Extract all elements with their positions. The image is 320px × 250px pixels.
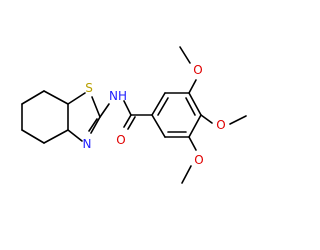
bond [21,129,45,144]
methoxy-oxygen-middle-label: O [216,118,225,132]
bond [67,92,86,105]
bond [99,103,110,118]
ring-nitrogen-label: N [83,137,92,151]
bond [188,79,197,94]
bond [21,90,45,105]
bond [188,114,202,138]
bond [43,129,69,144]
carbonyl-oxygen-label: O [116,133,125,147]
bond [157,97,169,116]
bond [127,116,136,130]
bond [200,114,213,124]
bond [179,46,191,64]
bond [185,97,196,116]
bond [181,165,192,184]
amide-linkage [99,100,153,130]
bond [188,92,202,116]
bond [151,92,166,116]
thiazole-ring [67,92,101,142]
bond [188,136,197,151]
methoxy-groups [179,46,247,184]
bond [67,129,83,142]
methoxy-oxygen-top-label: O [193,63,202,77]
bond [90,116,101,134]
amide-nitrogen-label: NH [109,89,127,103]
molecule-structure: S NH N O O O O [21,46,247,184]
bond [123,114,132,128]
methoxy-oxygen-bottom-label: O [194,153,203,167]
bond [229,115,247,125]
bond [151,114,166,138]
bond [43,90,69,105]
benzene-ring [151,92,202,138]
bond [91,96,101,118]
cyclohexane-ring [21,90,69,144]
sulfur-atom-label: S [85,81,93,95]
bond [88,118,98,132]
bond [123,100,132,116]
